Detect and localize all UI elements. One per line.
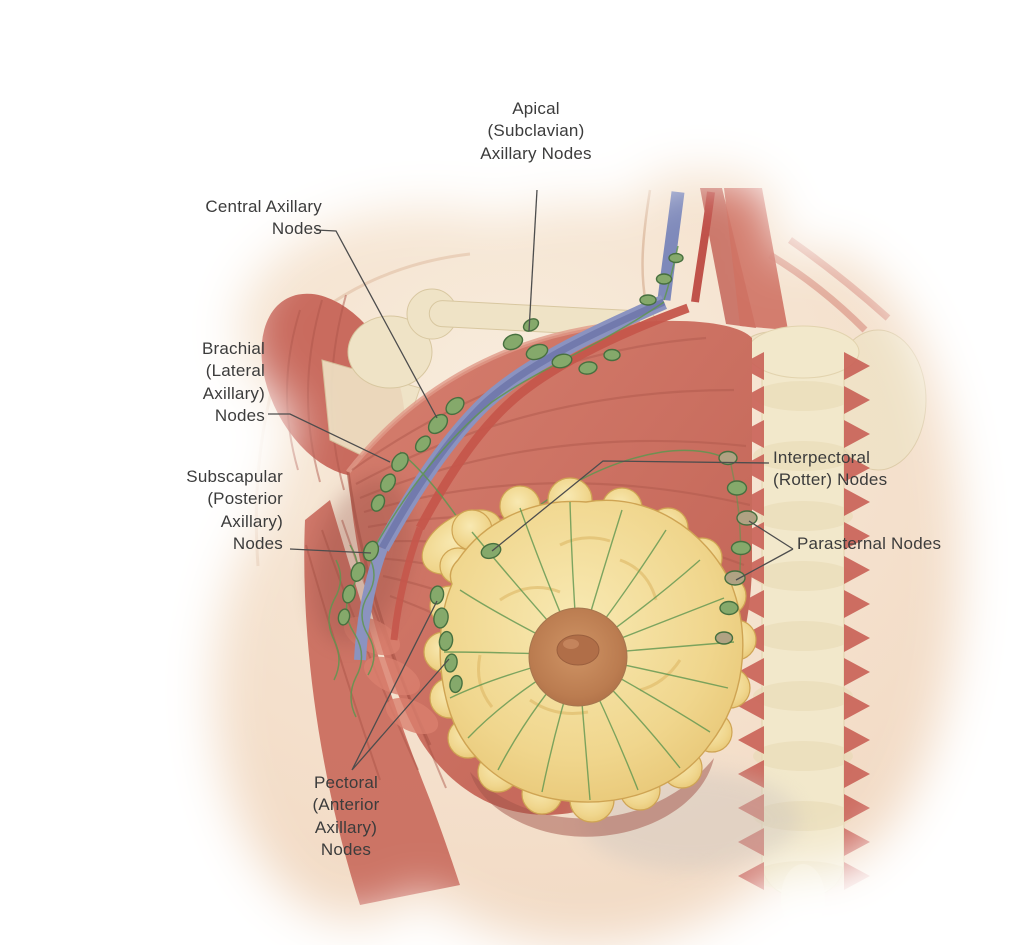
pectoral-axillary-nodes	[429, 585, 463, 694]
label-interpectoral-rotter-nodes: Interpectoral (Rotter) Nodes	[773, 448, 888, 490]
neck	[657, 188, 891, 333]
nipple-highlight	[563, 639, 579, 649]
sternum	[746, 325, 860, 932]
apical-axillary-nodes	[502, 252, 684, 375]
leader-brachial	[268, 413, 391, 463]
rib-bumps	[753, 381, 853, 891]
label-apical-subclavian-axillary-nodes: Apical (Subclavian) Axillary Nodes	[480, 99, 592, 163]
leader-lines	[268, 189, 794, 771]
breast	[421, 477, 757, 823]
carotid-artery	[691, 191, 715, 303]
label-central-axillary-nodes: Central Axillary Nodes	[205, 197, 322, 239]
leader-interpectoral	[491, 460, 770, 552]
breast-lobule-texture	[477, 536, 682, 715]
label-brachial-lateral-axillary-nodes: Brachial (Lateral Axillary) Nodes	[201, 339, 265, 426]
nipple	[556, 634, 600, 666]
central-axillary-nodes	[414, 396, 465, 453]
axillary-vessels	[354, 295, 690, 661]
label-subscapular-posterior-axillary-nodes: Subscapular (Posterior Axillary) Nodes	[186, 467, 283, 554]
leader-subscapular	[289, 548, 372, 554]
axillary-artery	[416, 303, 690, 531]
leader-central	[315, 229, 438, 419]
lateral-chest-muscles	[304, 476, 460, 905]
inframammary-shadow	[470, 758, 714, 837]
label-pectoral-anterior-axillary-nodes: Pectoral (Anterior Axillary) Nodes	[312, 773, 380, 860]
parasternal-nodes	[714, 450, 758, 645]
leader-pectoral	[351, 600, 450, 771]
subscapular-axillary-nodes	[337, 540, 380, 626]
serration-right	[844, 352, 870, 890]
jugular-vein	[657, 191, 685, 301]
label-parasternal-nodes: Parasternal Nodes	[797, 534, 942, 553]
leader-parasternal	[735, 520, 794, 581]
leader-apical	[528, 189, 538, 332]
lymph-nodes	[337, 252, 758, 694]
brachial-axillary-nodes	[370, 452, 409, 512]
